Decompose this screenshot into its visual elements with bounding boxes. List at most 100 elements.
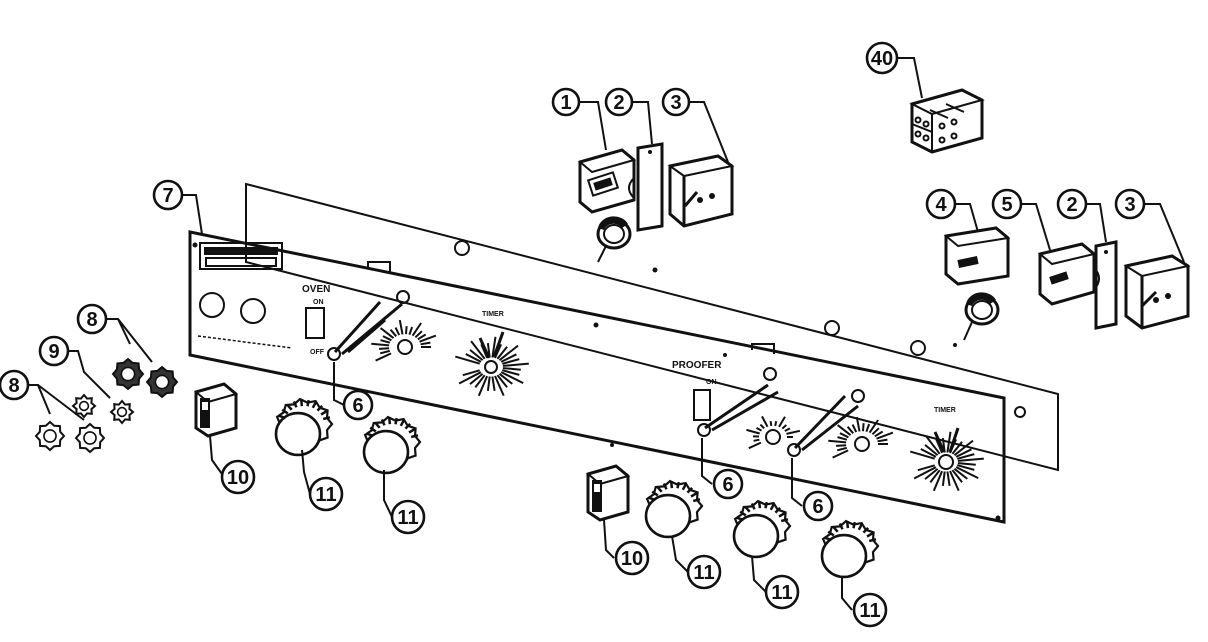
dial-tick <box>866 424 869 432</box>
dial-tick <box>421 343 431 345</box>
callout-c11b: 11 <box>392 501 424 533</box>
dial-tick <box>396 328 400 336</box>
dial-tick <box>863 423 864 431</box>
nameplate-top-band <box>204 247 278 255</box>
part-9-knob-insert-b <box>111 401 133 423</box>
callout-c6a: 6 <box>344 391 372 419</box>
callout-c5: 5 <box>993 190 1021 218</box>
callout-c7: 7 <box>154 181 182 209</box>
callout-number: 4 <box>935 194 947 216</box>
dial-tick <box>503 368 521 370</box>
nameplate-lower-band <box>206 258 276 266</box>
dial-tick <box>488 377 490 391</box>
dial-tick <box>786 431 800 434</box>
part-1-relay-base <box>580 150 634 212</box>
callout-c8a: 8 <box>78 305 106 333</box>
right-pilot-lamp-1 <box>764 368 776 380</box>
callout-number: 11 <box>315 484 336 506</box>
part-8-knob-lower-a <box>36 422 64 450</box>
left-off-label: OFF <box>310 349 325 356</box>
indicator-light-left <box>200 293 224 317</box>
right-section-label: PROOFER <box>672 360 722 371</box>
part-8-knob-upper-a <box>113 359 143 389</box>
part-40-terminal-block <box>912 90 982 152</box>
callout-number: 8 <box>86 309 97 331</box>
right-thermostat-bulb-1 <box>698 424 710 436</box>
leader-lines <box>28 58 1184 610</box>
left-thermostat-bulb <box>328 348 340 360</box>
callout-number: 3 <box>670 92 681 114</box>
callout-number: 11 <box>397 507 418 529</box>
callout-number: 7 <box>162 185 173 207</box>
dial-tick <box>853 425 857 433</box>
callout-number: 9 <box>48 341 59 363</box>
dial-tick <box>836 445 846 446</box>
part-11-knob-2 <box>364 417 420 473</box>
callout-c6b: 6 <box>714 470 742 498</box>
part-2-mounting-bracket-right <box>1096 242 1116 328</box>
dial-tick <box>754 440 760 441</box>
indicator-light-right <box>241 299 265 323</box>
dial-tick <box>746 430 759 434</box>
left-switch-window <box>306 308 324 338</box>
callout-number: 6 <box>352 395 363 417</box>
part-10-rocker-switch-right <box>588 466 628 520</box>
dial-tick <box>833 450 849 457</box>
left-on-label: ON <box>313 299 324 306</box>
part-11-knob-3 <box>646 481 702 537</box>
dial-tick <box>406 326 407 334</box>
dial-tick <box>947 472 949 486</box>
part-5-relay-base <box>1040 244 1099 304</box>
callout-number: 10 <box>227 467 249 489</box>
callout-number: 2 <box>1066 194 1077 216</box>
callout-c4: 4 <box>927 190 955 218</box>
dial-tick <box>775 421 776 426</box>
dial-tick <box>782 425 786 429</box>
callout-c11c: 11 <box>688 556 720 588</box>
dial-tick <box>958 463 976 465</box>
right-on-label: ON <box>706 379 717 386</box>
dial-tick <box>400 320 403 334</box>
dial-tick <box>376 353 392 360</box>
part-10-rocker-switch-left <box>196 384 236 436</box>
callout-c11a: 11 <box>310 478 342 510</box>
callout-number: 10 <box>621 548 643 570</box>
left-timer-label: TIMER <box>482 311 504 318</box>
left-thermostat-dial <box>371 320 436 361</box>
right-coil-harness <box>964 292 998 340</box>
callout-number: 40 <box>871 48 893 70</box>
callout-c11e: 11 <box>854 594 886 626</box>
callout-c8b: 8 <box>0 371 28 399</box>
right-timer-dial <box>910 428 984 491</box>
callout-c1: 1 <box>553 89 579 115</box>
callout-number: 6 <box>812 496 823 518</box>
part-8-knob-lower-b <box>76 424 104 452</box>
callout-c2a: 2 <box>606 89 632 115</box>
callout-c9: 9 <box>40 337 68 365</box>
callout-c11d: 11 <box>766 576 798 608</box>
callout-number: 1 <box>560 92 571 114</box>
dial-tick <box>749 443 761 449</box>
dial-tick <box>771 421 772 426</box>
dial-tick <box>757 428 762 431</box>
right-pilot-lamp-2 <box>852 390 864 402</box>
dial-tick <box>371 344 389 346</box>
dial-tick <box>760 425 764 429</box>
dial-tick <box>762 416 768 426</box>
callout-number: 5 <box>1001 194 1012 216</box>
callout-number: 11 <box>693 562 714 584</box>
callout-number: 3 <box>1124 194 1135 216</box>
dial-tick <box>828 441 846 443</box>
callout-number: 6 <box>722 474 733 496</box>
part-11-knob-5 <box>822 521 878 577</box>
right-timer-label: TIMER <box>934 407 956 414</box>
right-thermostat-bulb-2 <box>788 444 800 456</box>
dial-tick <box>943 472 945 486</box>
callout-number: 11 <box>859 600 880 622</box>
dial-tick <box>409 327 412 335</box>
dial-tick <box>838 437 847 440</box>
callout-number: 2 <box>613 92 624 114</box>
callout-c3a: 3 <box>663 89 689 115</box>
